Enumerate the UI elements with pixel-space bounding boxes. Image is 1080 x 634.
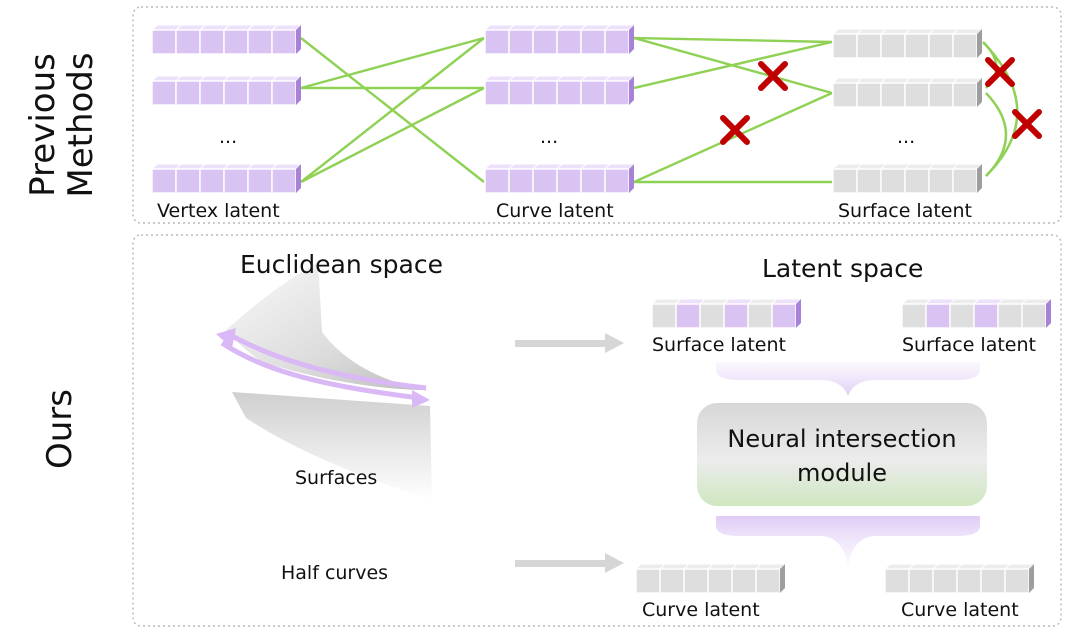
ours-frame xyxy=(132,234,1062,627)
latent-space-title: Latent space xyxy=(762,254,924,283)
ours-surface-latent-left-label: Surface latent xyxy=(652,334,786,356)
vertex-latents xyxy=(152,25,301,193)
ours-surface-latent-left xyxy=(651,298,802,329)
neural-intersection-module xyxy=(697,403,987,506)
curve-latents xyxy=(485,25,634,193)
merge-bracket-bottom xyxy=(716,516,980,565)
half-curves-label: Half curves xyxy=(281,562,389,584)
ours-surface-latent-right-label: Surface latent xyxy=(902,334,1036,356)
ours-side-label: Ours xyxy=(40,389,80,470)
surface-latent-label: Surface latent xyxy=(838,200,972,222)
red-x-icon xyxy=(761,64,785,88)
ours-curve-latent-left xyxy=(636,564,785,593)
merge-bracket-top xyxy=(716,362,980,396)
neural-intersection-module-label: Neural intersection module xyxy=(727,425,957,487)
curve-latent-label: Curve latent xyxy=(496,200,614,222)
ellipsis-vertex: ... xyxy=(219,126,238,148)
surfaces-illustration xyxy=(216,262,432,500)
previous-methods-side-label: Previous Methods xyxy=(23,52,101,198)
ellipsis-surface: ... xyxy=(897,126,916,148)
ours-curve-latent-left-label: Curve latent xyxy=(642,599,760,621)
previous-methods-frame xyxy=(132,6,1062,224)
ellipsis-curve: ... xyxy=(540,126,559,148)
euclidean-space-title: Euclidean space xyxy=(240,250,443,279)
arrows xyxy=(515,333,624,573)
ours-curve-latent-right xyxy=(885,564,1034,593)
surfaces-label: Surfaces xyxy=(295,467,378,489)
red-x-icon xyxy=(1015,112,1039,136)
ours-surface-latent-right xyxy=(901,298,1052,329)
connection-lines xyxy=(300,36,1019,184)
vertex-latent-label: Vertex latent xyxy=(157,200,280,222)
red-x-icon xyxy=(723,118,747,142)
surface-latents xyxy=(833,29,982,193)
ours-curve-latent-right-label: Curve latent xyxy=(901,599,1019,621)
